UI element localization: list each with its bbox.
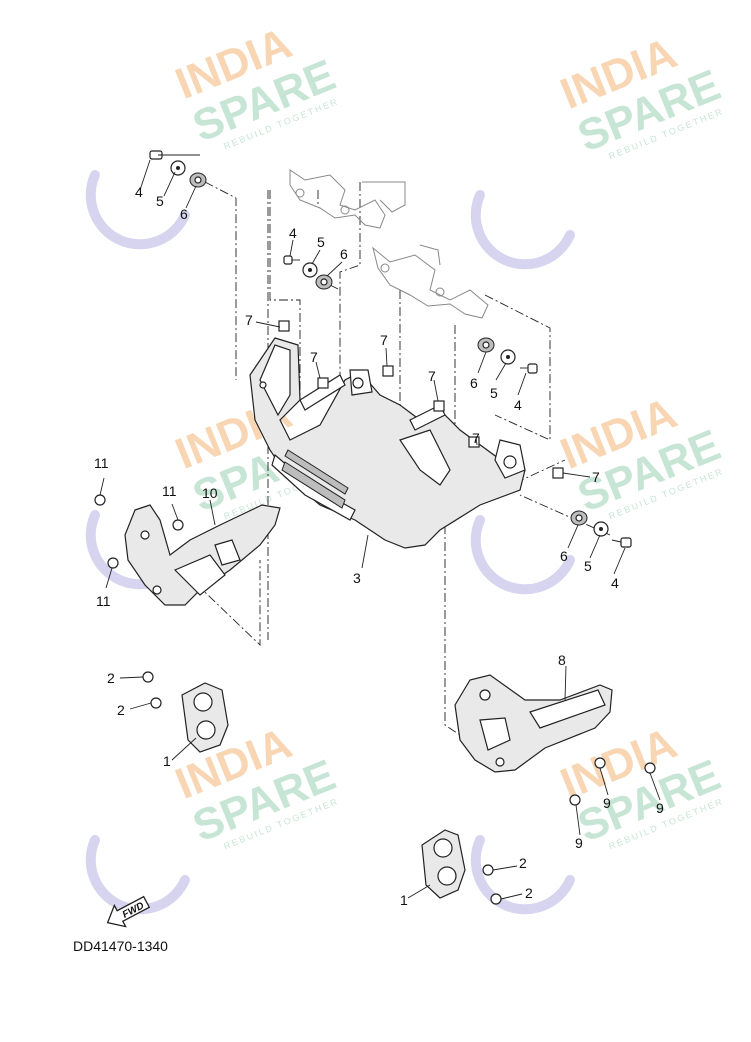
plate-part-1-upper [181, 682, 229, 753]
watermark-mid-right: INDIA SPARE REBUILD TOGETHER [554, 389, 727, 522]
under-cowl-part-3 [249, 337, 526, 549]
callout-9: 9 [603, 795, 611, 811]
plate-part-1-lower [421, 829, 466, 899]
callout-7: 7 [592, 469, 600, 485]
callout-4: 4 [135, 184, 143, 200]
frame-bracket-left [289, 169, 406, 229]
assembly-lines [134, 181, 611, 736]
watermark-top-left: INDIA SPARE REBUILD TOGETHER [169, 19, 342, 152]
leader-lines [99, 154, 661, 900]
hardware [94, 150, 656, 905]
side-cover-part-8 [454, 674, 613, 773]
callout-4: 4 [514, 397, 522, 413]
washer-icon [170, 160, 609, 537]
callout-7: 7 [310, 349, 318, 365]
callout-6: 6 [560, 548, 568, 564]
watermarks: INDIA SPARE REBUILD TOGETHER INDIA SPARE… [85, 19, 727, 915]
callout-1: 1 [400, 892, 408, 908]
callout-3: 3 [353, 570, 361, 586]
drawing-code: DD41470-1340 [73, 938, 168, 954]
callout-9: 9 [656, 800, 664, 816]
callout-5: 5 [584, 558, 592, 574]
callout-10: 10 [202, 485, 218, 501]
callout-9: 9 [575, 835, 583, 851]
callout-1: 1 [163, 753, 171, 769]
callout-labels: 1 1 2 2 2 2 3 4 4 4 4 5 5 5 5 6 6 6 6 7 … [94, 184, 664, 908]
callout-11: 11 [162, 483, 177, 499]
callout-2: 2 [107, 670, 115, 686]
callout-7: 7 [380, 332, 388, 348]
callout-2: 2 [525, 885, 533, 901]
callout-5: 5 [317, 234, 325, 250]
side-cover-part-10 [124, 504, 281, 606]
callout-7: 7 [245, 312, 253, 328]
callout-2: 2 [519, 855, 527, 871]
callout-6: 6 [340, 246, 348, 262]
grommet-icon [189, 172, 588, 526]
callout-2: 2 [117, 702, 125, 718]
frame-bracket-right [372, 244, 489, 319]
callout-4: 4 [611, 575, 619, 591]
screw-icon [94, 494, 656, 905]
callout-8: 8 [558, 652, 566, 668]
callout-7: 7 [472, 430, 480, 446]
callout-5: 5 [156, 193, 164, 209]
callout-11: 11 [94, 455, 109, 471]
watermark-top-right: INDIA SPARE REBUILD TOGETHER [554, 29, 727, 162]
callout-11: 11 [96, 593, 111, 609]
callout-4: 4 [289, 225, 297, 241]
bolt-icon [149, 150, 632, 548]
callout-6: 6 [470, 375, 478, 391]
callout-6: 6 [180, 206, 188, 222]
callout-7: 7 [428, 368, 436, 384]
callout-5: 5 [490, 385, 498, 401]
